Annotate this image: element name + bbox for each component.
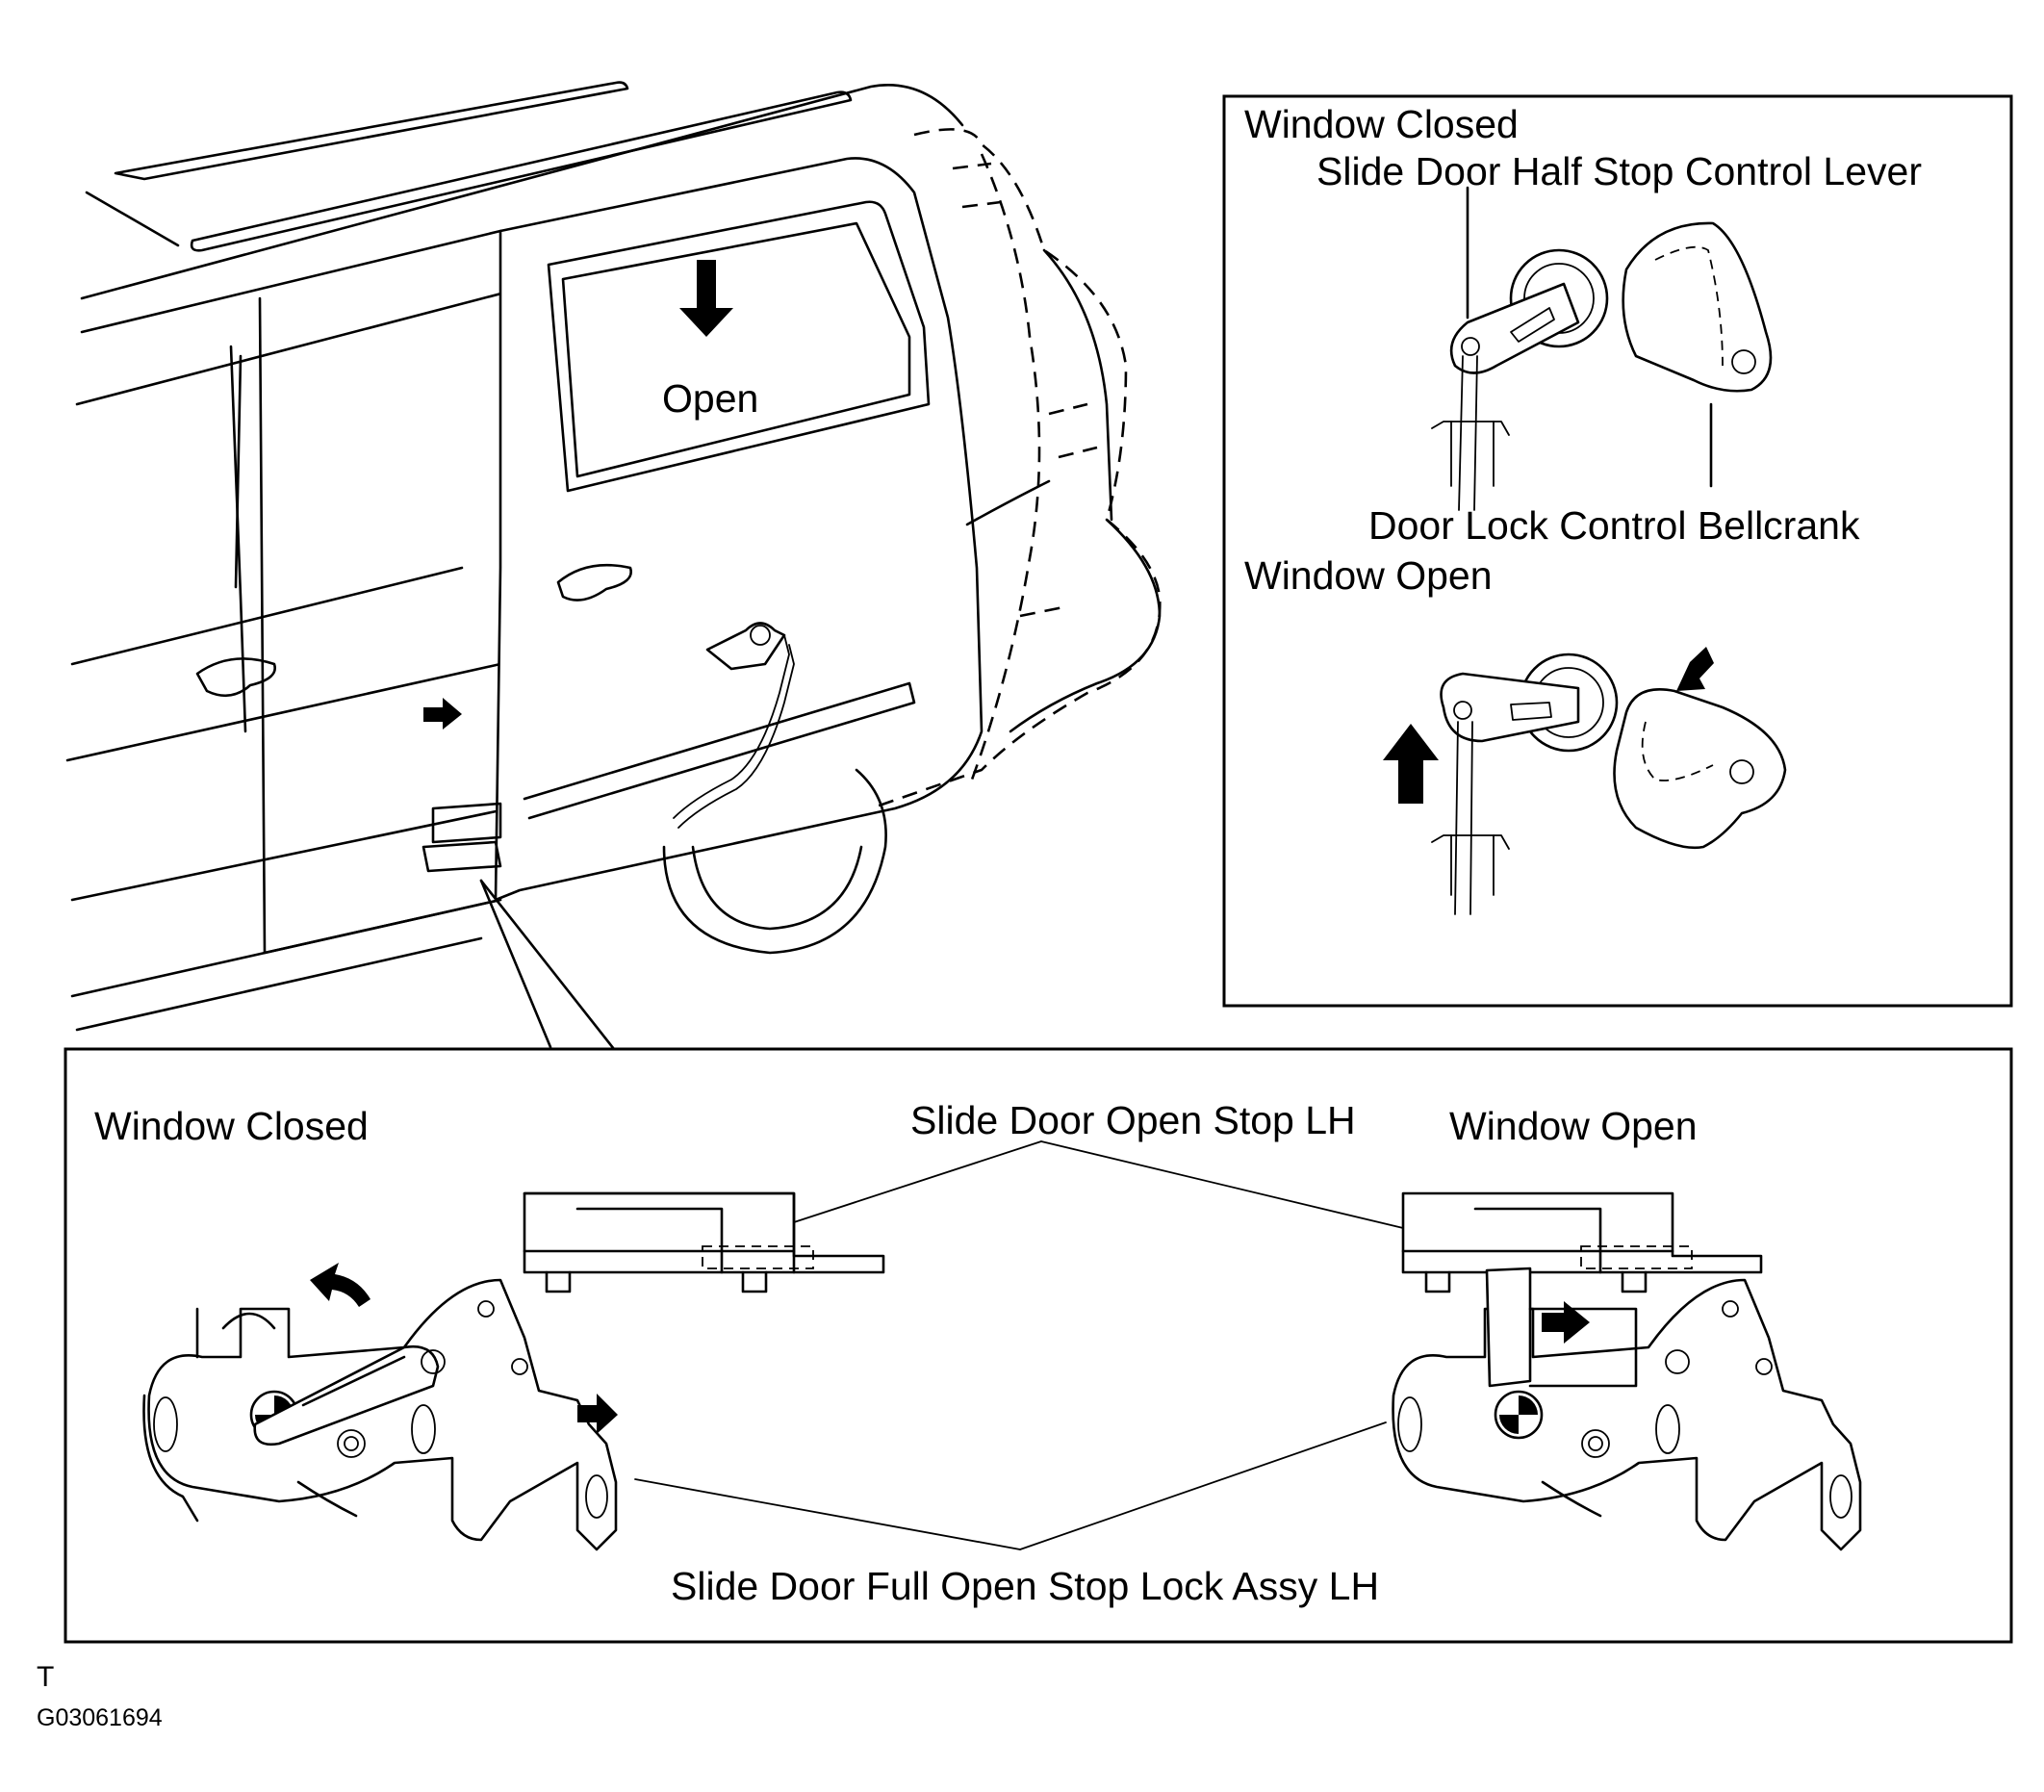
window-closed-label-top: Window Closed	[1244, 102, 1519, 146]
lever-open-state	[1383, 647, 1787, 915]
open-arrow-icon	[679, 260, 733, 337]
open-stop-closed	[523, 1191, 885, 1293]
lever-up-arrow-icon	[1383, 724, 1439, 804]
window-closed-label-bottom: Window Closed	[94, 1104, 369, 1148]
open-direction-label: Open	[662, 376, 758, 421]
window-open-label-bottom: Window Open	[1449, 1104, 1698, 1148]
lock-slide-arrow-icon	[577, 1394, 618, 1434]
lever-rotate-arrow-icon	[310, 1263, 370, 1307]
window-open-label-top: Window Open	[1244, 553, 1493, 598]
stop-lock-detail-panel: Window Closed Slide Door Open Stop LH Wi…	[64, 1047, 2013, 1644]
lever-closed-state	[1431, 186, 1773, 511]
stop-lock-assy-closed	[142, 1263, 618, 1551]
full-open-stop-lock-assy-label: Slide Door Full Open Stop Lock Assy LH	[671, 1564, 1379, 1608]
figure-code: G03061694	[37, 1704, 163, 1731]
corner-mark: T	[37, 1661, 54, 1693]
stop-lock-assy-open	[1392, 1267, 1862, 1551]
door-lock-control-bellcrank-label: Door Lock Control Bellcrank	[1368, 503, 1860, 548]
vehicle-illustration	[65, 81, 1162, 1051]
bellcrank-push-arrow-icon	[1676, 647, 1714, 691]
lever-detail-panel: Window Closed Slide Door Half Stop Contr…	[1222, 94, 2013, 1008]
half-stop-control-lever-label: Slide Door Half Stop Control Lever	[1316, 149, 1922, 193]
lock-engaged-arrow-icon	[1542, 1301, 1590, 1344]
open-stop-open	[1401, 1191, 1763, 1293]
slide-direction-arrow-icon	[423, 698, 462, 730]
slide-door-open-stop-label: Slide Door Open Stop LH	[910, 1098, 1356, 1142]
